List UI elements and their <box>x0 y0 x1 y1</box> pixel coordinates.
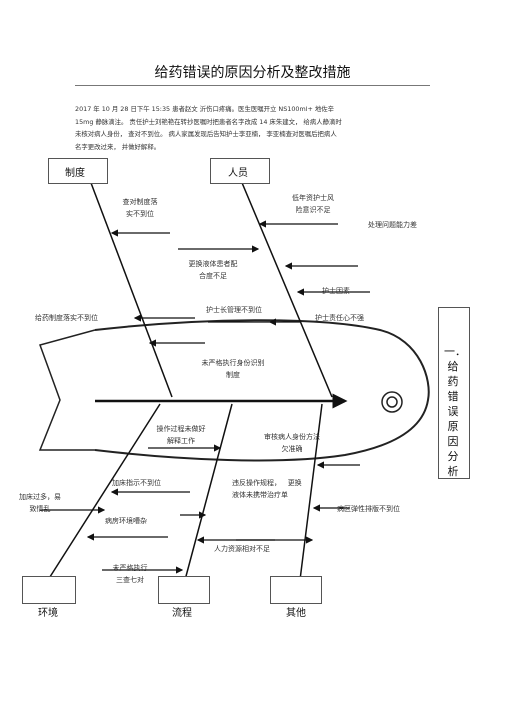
category-label-system: 制度 <box>65 168 85 179</box>
cause-three-one-line-1: 未严格执行 <box>112 564 148 572</box>
effect-label: 一．给药错误原因分析 <box>444 345 466 478</box>
category-label-environment: 环境 <box>38 608 58 619</box>
incident-line-4: 名字更改过来， 并做好解释。 <box>75 142 161 151</box>
cause-check-lax: 查对制度落 实不到位 <box>110 197 170 219</box>
cause-add-bed: 加床指示不到位 <box>112 479 161 487</box>
cause-fluid-mix-line-1: 更换液体患者配 <box>188 260 238 268</box>
cause-violate-line-3: 液体未携带治疗单 <box>232 491 288 499</box>
cause-three-one-line-2: 三查七对 <box>116 576 144 584</box>
category-box-system <box>48 158 108 184</box>
category-label-staff: 人员 <box>228 168 248 179</box>
effect-box <box>438 307 470 479</box>
incident-line-1: 2017 年 10 月 28 日下午 15:35 患者赵文 沂伤口疼痛。医生医嘱… <box>75 105 335 113</box>
cause-med-system: 给药制度落实不到位 <box>35 314 98 322</box>
category-box-process <box>158 576 210 604</box>
cause-process-line-2: 解释工作 <box>167 437 195 445</box>
cause-fluid-mix: 更换液体患者配 合度不足 <box>176 259 250 281</box>
cause-ward-env: 病房环境嘈杂 <box>105 517 147 525</box>
cause-process: 操作过程未做好 解释工作 <box>146 424 216 446</box>
cause-low-seniority-line-2: 险意识不足 <box>295 206 331 214</box>
cause-id-unimpl-line-1: 未严格执行身份识别 <box>201 359 265 367</box>
bone-system <box>87 174 173 398</box>
category-box-staff <box>210 158 270 184</box>
cause-bed-sched: 病区弹性排版不到位 <box>337 505 400 513</box>
incident-description: 2017 年 10 月 28 日下午 15:35 患者赵文 沂伤口疼痛。医生医嘱… <box>75 103 440 153</box>
cause-crowd-line-1: 加床过多，易 <box>19 493 61 501</box>
bone-staff <box>239 177 333 398</box>
cause-process-line-1: 操作过程未做好 <box>156 425 206 433</box>
fish-eye-inner <box>386 396 398 408</box>
incident-line-3: 未核对病人身份， 查对不到位。 病人家属发现后告知护士李亚楠， 李亚楠查对医嘱后… <box>75 130 337 138</box>
cause-low-seniority: 低年资护士风 险意识不足 <box>278 193 348 215</box>
cause-crowd-line-2: 致情乱 <box>29 505 51 513</box>
title-divider <box>75 85 430 86</box>
cause-crowd: 加床过多，易 致情乱 <box>10 492 70 514</box>
cause-duty: 护士责任心不强 <box>315 314 364 322</box>
cause-handling: 处理问题能力差 <box>368 221 417 229</box>
cause-three-one: 未严格执行 三查七对 <box>100 563 160 585</box>
cause-nurse-factor: 护士因素 <box>322 287 350 295</box>
cause-id-unimpl: 未严格执行身份识别 制度 <box>188 358 278 380</box>
incident-line-2: 15mg 静脉滴注。 责任护士刘艳艳在转抄医嘱时把患者名字改成 14 床朱建文，… <box>75 117 342 126</box>
cause-violate-line-1: 违反操作规程， <box>232 479 281 487</box>
cause-head-nurse: 护士长管理不到位 <box>206 306 262 314</box>
bone-process <box>184 403 233 581</box>
cause-violate: 违反操作规程， 更换 液体未携带治疗单 <box>232 478 332 500</box>
category-box-environment <box>22 576 76 604</box>
category-label-other: 其他 <box>286 608 306 619</box>
cause-check-lax-line-2: 实不到位 <box>126 210 154 218</box>
cause-violate-line-2: 更换 <box>287 479 302 487</box>
fish-tail <box>38 329 96 451</box>
bone-other <box>299 403 323 581</box>
cause-check-lax-line-1: 查对制度落 <box>122 198 158 206</box>
cause-low-seniority-line-1: 低年资护士风 <box>292 194 334 202</box>
cause-fluid-mix-line-2: 合度不足 <box>199 272 227 280</box>
cause-verify: 审核病人身份方法 欠准确 <box>250 432 334 454</box>
bone-environment <box>47 403 161 581</box>
cause-id-unimpl-line-2: 制度 <box>226 371 240 379</box>
document-title: 给药错误的原因分析及整改措施 <box>154 65 351 81</box>
category-label-process: 流程 <box>172 608 192 619</box>
category-box-other <box>270 576 322 604</box>
cause-staff-short: 人力资源相对不足 <box>214 545 270 553</box>
cause-verify-line-1: 审核病人身份方法 <box>264 433 320 441</box>
cause-verify-line-2: 欠准确 <box>281 445 303 453</box>
fish-eye-outer <box>381 391 403 413</box>
